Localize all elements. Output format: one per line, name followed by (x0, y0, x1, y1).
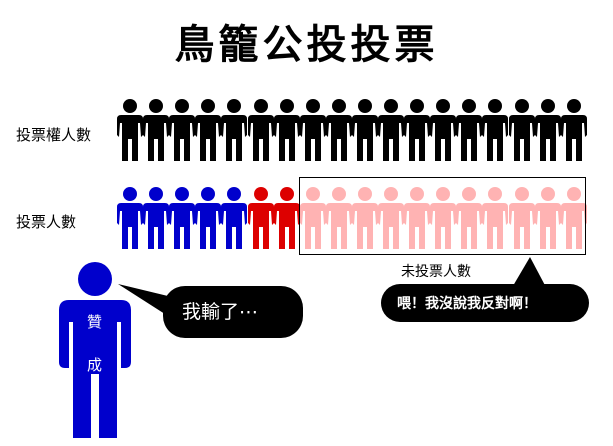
person-icon (534, 99, 561, 161)
eligible-voter-figure (273, 99, 300, 161)
person-icon (560, 187, 587, 249)
not-voted-figure (456, 187, 483, 249)
person-icon (195, 187, 222, 249)
person-icon (404, 99, 431, 161)
eligible-voter-figure (404, 99, 431, 161)
person-icon (143, 187, 170, 249)
eligible-voter-figure (247, 99, 274, 161)
person-icon (221, 187, 248, 249)
person-icon (430, 99, 457, 161)
person-icon (534, 187, 561, 249)
person-icon (299, 99, 326, 161)
person-icon (143, 99, 170, 161)
not-voted-figure (430, 187, 457, 249)
eligible-voter-figure (508, 99, 535, 161)
eligible-voter-figure (299, 99, 326, 161)
eligible-voter-figure (560, 99, 587, 161)
person-icon (508, 187, 535, 249)
yes-voter-figure (117, 187, 143, 249)
eligible-voter-figure (117, 99, 143, 161)
yes-voter-figure (195, 187, 222, 249)
not-voted-figure (325, 187, 352, 249)
no-voter-figure (273, 187, 300, 249)
eligible-voter-figure (169, 99, 196, 161)
eligible-voter-figure (143, 99, 170, 161)
eligible-voter-figure (195, 99, 222, 161)
person-icon (117, 99, 143, 161)
person-icon (351, 99, 378, 161)
eligible-voter-figure (430, 99, 457, 161)
not-voted-figure (482, 187, 509, 249)
not-voted-figure (378, 187, 404, 249)
speech-left-text: 我輸了⋯ (182, 301, 259, 323)
eligible-voter-figure (534, 99, 561, 161)
person-icon (299, 187, 326, 249)
person-icon (195, 99, 222, 161)
yes-voter-figure (143, 187, 170, 249)
big-yes-voter-figure: 贊成 (55, 262, 135, 446)
not-voted-figure (534, 187, 561, 249)
person-icon (169, 99, 196, 161)
person-icon (378, 187, 404, 249)
person-icon (560, 99, 587, 161)
eligible-voter-figure (221, 99, 248, 161)
person-icon (378, 99, 404, 161)
person-icon (482, 99, 509, 161)
person-icon (117, 187, 143, 249)
person-icon (404, 187, 431, 249)
person-icon (456, 187, 483, 249)
eligible-voter-figure (482, 99, 509, 161)
speech-bubble-left (118, 284, 303, 338)
not-voted-box (299, 177, 586, 255)
person-icon (247, 99, 274, 161)
big-person-icon (59, 262, 131, 438)
eligible-voter-figure (456, 99, 483, 161)
person-icon (247, 187, 274, 249)
speech-right-text: 喂！我沒說我反對啊！ (397, 296, 537, 312)
person-icon (456, 99, 483, 161)
yes-voter-figure (221, 187, 248, 249)
person-icon (325, 99, 352, 161)
person-icon (482, 187, 509, 249)
person-icon (508, 99, 535, 161)
eligible-voters-label: 投票權人數 (16, 126, 92, 144)
no-voter-figure (247, 187, 274, 249)
not-voted-figure (404, 187, 431, 249)
voters-label: 投票人數 (16, 213, 77, 231)
eligible-voter-figure (351, 99, 378, 161)
person-icon (273, 187, 300, 249)
eligible-voter-figure (378, 99, 404, 161)
not-voted-figure (508, 187, 535, 249)
eligible-voter-figure (325, 99, 352, 161)
big-figure-label: 贊成 (85, 314, 103, 400)
person-icon (273, 99, 300, 161)
person-icon (325, 187, 352, 249)
not-voted-figure (560, 187, 587, 249)
person-icon (221, 99, 248, 161)
yes-voter-figure (169, 187, 196, 249)
person-icon (430, 187, 457, 249)
person-icon (351, 187, 378, 249)
not-voted-figure (299, 187, 326, 249)
person-icon (169, 187, 196, 249)
page-title: 鳥籠公投投票 (174, 21, 439, 68)
speech-bubble-right (381, 257, 589, 322)
not-voted-figure (351, 187, 378, 249)
not-voted-label: 未投票人數 (401, 264, 471, 280)
